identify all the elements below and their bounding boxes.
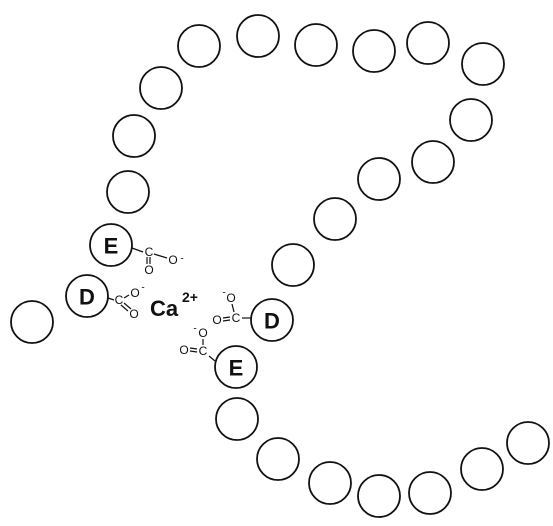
backbone-residue [406, 21, 450, 65]
carbonyl-bond [120, 304, 129, 312]
backbone-residue [357, 157, 401, 201]
oxygen-charge: - [141, 283, 144, 294]
backbone-residue [308, 461, 352, 505]
residue-circle [65, 274, 109, 318]
oxygen-charge: - [222, 288, 225, 299]
residue-asp-right: D [250, 298, 294, 342]
residue-label: E [104, 234, 119, 259]
residue-asp-left: D [65, 274, 109, 318]
carboxyl-oxygen: O [226, 291, 235, 305]
side-chain-bond [131, 247, 144, 253]
carboxyl-bond [231, 303, 235, 313]
carbonyl-bond [189, 350, 198, 353]
side-chain-bond [107, 297, 115, 301]
carboxylate-glu-upper-left: C O O - [131, 245, 184, 277]
carboxyl-bond [153, 253, 168, 259]
carboxylate-asp-right: C O - O [212, 288, 251, 327]
carboxyl-oxygen: O [168, 253, 177, 267]
backbone-residue [236, 14, 280, 58]
backbone-residue [411, 140, 455, 184]
backbone-residues [10, 14, 550, 518]
backbone-residue [294, 23, 338, 67]
backbone-residue [256, 437, 300, 481]
backbone-residue [177, 24, 221, 68]
backbone-residue [461, 42, 505, 86]
residue-glu-upper-left: E [89, 223, 133, 267]
carboxyl-carbon: C [115, 293, 124, 307]
carboxyl-carbon: C [199, 344, 208, 358]
residue-circle [89, 223, 133, 267]
carboxyl-oxygen: O [130, 286, 139, 300]
carboxylate-glu-lower-right: C O - O [179, 324, 216, 362]
backbone-residue [112, 114, 156, 158]
carbonyl-bond [222, 319, 231, 322]
backbone-residue [271, 243, 315, 287]
carboxyl-oxygen: O [198, 326, 207, 340]
residue-label: D [264, 309, 280, 334]
backbone-residue [10, 300, 54, 344]
carbonyl-bond [189, 347, 198, 350]
residue-label: D [79, 285, 95, 310]
carbonyl-bond [222, 316, 231, 319]
backbone-residue [352, 29, 396, 73]
backbone-residue [215, 397, 259, 441]
side-chain-bond [208, 355, 216, 362]
carbonyl-bond [123, 302, 132, 310]
backbone-residue [313, 197, 357, 241]
backbone-residue [449, 98, 493, 142]
carbonyl-oxygen: O [144, 263, 153, 277]
calcium-ion-label: Ca [150, 296, 179, 321]
calcium-ion-charge: 2+ [182, 289, 198, 305]
oxygen-charge: - [193, 324, 196, 335]
residue-glu-lower-right: E [214, 345, 258, 389]
calcium-ion: Ca 2+ [150, 289, 198, 321]
backbone-residue [460, 447, 504, 491]
backbone-residue [357, 474, 401, 518]
carbonyl-oxygen: O [212, 313, 221, 327]
carboxyl-carbon: C [145, 245, 154, 259]
backbone-residue [506, 421, 550, 465]
backbone-residue [139, 66, 183, 110]
residue-circle [250, 298, 294, 342]
carbonyl-oxygen: O [129, 307, 138, 321]
backbone-residue [106, 170, 150, 214]
residue-label: E [229, 356, 244, 381]
residue-circle [214, 345, 258, 389]
oxygen-charge: - [180, 254, 183, 265]
carboxyl-carbon: C [232, 311, 241, 325]
carboxyl-bond [123, 294, 130, 299]
backbone-residue [408, 471, 452, 515]
carboxylate-asp-left: C O - O [107, 283, 145, 321]
carbonyl-oxygen: O [179, 343, 188, 357]
